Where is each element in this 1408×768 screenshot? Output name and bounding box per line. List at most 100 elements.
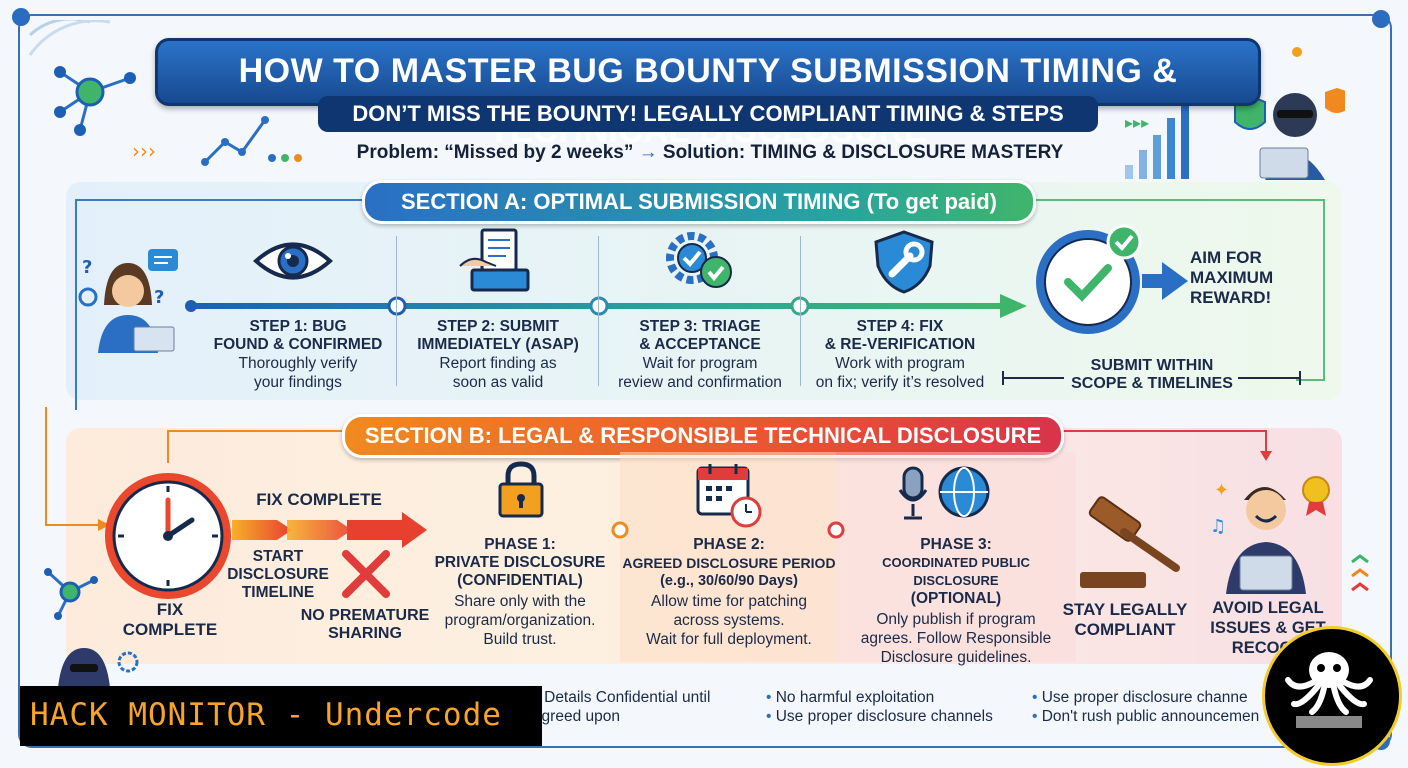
svg-text:♫: ♫ xyxy=(1210,516,1226,537)
step-2-desc: soon as valid xyxy=(452,374,544,391)
submit-within-scope: SUBMIT WITHIN SCOPE & TIMELINES xyxy=(1060,357,1244,393)
step-4-title: STEP 4: FIX xyxy=(856,318,944,335)
bullet-text: Use proper disclosure channels xyxy=(775,708,993,725)
step-1-title: STEP 1: BUG xyxy=(249,318,347,335)
phase-1-desc: program/organization. xyxy=(444,612,596,629)
phase-1-title: PRIVATE DISCLOSURE xyxy=(434,554,606,571)
submit-within-line: SCOPE & TIMELINES xyxy=(1071,375,1233,392)
phase-3-desc: Disclosure guidelines. xyxy=(880,649,1032,666)
phase-2-desc: Wait for full deployment. xyxy=(646,631,812,648)
phase-3-desc: agrees. Follow Responsible xyxy=(860,630,1052,647)
phase-2-title: AGREED DISCLOSURE PERIOD xyxy=(622,555,836,571)
bullet-column-2: • No harmful exploitation • Use proper d… xyxy=(766,688,1026,726)
phase-2-title: PHASE 2: xyxy=(693,536,765,553)
clock-check-icon xyxy=(1036,224,1188,334)
step-3-desc: Wait for program xyxy=(642,355,758,372)
phase-3: PHASE 3: COORDINATED PUBLIC DISCLOSURE (… xyxy=(838,536,1074,667)
step-1-desc: Thoroughly verify xyxy=(238,355,358,372)
watermark-text: HACK MONITOR - Undercode xyxy=(30,697,502,733)
step-3-title: & ACCEPTANCE xyxy=(639,336,761,353)
aim-max-reward: AIM FOR MAXIMUM REWARD! xyxy=(1190,248,1300,308)
bullet-item: • Use proper disclosure channels xyxy=(766,707,1026,726)
phase-2-title: (e.g., 30/60/90 Days) xyxy=(660,573,798,589)
shield-wrench-icon xyxy=(874,230,934,294)
bullet-text: No harmful exploitation xyxy=(775,689,935,706)
section-a-title: SECTION A: OPTIMAL SUBMISSION TIMING (To… xyxy=(362,180,1036,224)
bullet-text: Don't rush public announcemen xyxy=(1041,708,1260,725)
solution-text: Solution: TIMING & DISCLOSURE MASTERY xyxy=(662,142,1064,163)
phase-1-desc: Share only with the xyxy=(454,593,586,610)
bullet-text: Use proper disclosure channe xyxy=(1041,689,1248,706)
microphone-globe-icon xyxy=(898,466,990,520)
bullet-item: • Use proper disclosure channe xyxy=(1032,688,1272,707)
start-disclosure-timeline: START DISCLOSURE TIMELINE xyxy=(222,548,334,602)
woman-laptop-icon: ? ? xyxy=(78,249,178,353)
step-1: STEP 1: BUG FOUND & CONFIRMED Thoroughly… xyxy=(200,318,396,392)
fix-complete-arrow-label: FIX COMPLETE xyxy=(256,490,382,509)
step-2-desc: Report finding as xyxy=(439,355,557,372)
step-4-title: & RE-VERIFICATION xyxy=(824,336,976,353)
step-1-title: FOUND & CONFIRMED xyxy=(213,336,383,353)
no-premature-sharing: NO PREMATURE SHARING xyxy=(296,607,434,643)
bullet-item: cal Details Confidential until xyxy=(520,689,711,706)
start-timeline-line: START xyxy=(252,548,304,565)
svg-text:›››: ››› xyxy=(132,139,156,163)
calendar-clock-icon xyxy=(696,464,762,528)
phase-1-title: (CONFIDENTIAL) xyxy=(457,572,583,589)
phase-2-desc: Allow time for patching xyxy=(651,593,807,610)
step-2-title: IMMEDIATELY (ASAP) xyxy=(417,336,579,353)
fix-complete-caption: FIX COMPLETE xyxy=(110,600,230,640)
eye-icon xyxy=(252,242,334,280)
timeline-node-icon xyxy=(827,521,845,539)
avoid-legal-line: ISSUES & GET xyxy=(1210,619,1326,637)
watermark-box xyxy=(20,686,542,746)
start-timeline-line: DISCLOSURE xyxy=(227,566,329,583)
timeline-node-icon xyxy=(611,521,629,539)
phase-2-desc: across systems. xyxy=(673,612,785,629)
phase-3-title: PHASE 3: xyxy=(920,536,992,553)
aim-line: MAXIMUM xyxy=(1190,268,1274,287)
gear-check-icon xyxy=(666,232,732,288)
network-decoration-icon: ››› xyxy=(28,20,302,166)
step-divider xyxy=(598,236,599,386)
bullet-item: • Don't rush public announcemen xyxy=(1032,707,1272,726)
problem-text: Problem: “Missed by 2 weeks” xyxy=(356,142,634,163)
svg-text:✦: ✦ xyxy=(1214,480,1229,501)
phase-1-desc: Build trust. xyxy=(483,631,557,648)
svg-text:?: ? xyxy=(154,287,164,308)
step-4-desc: Work with program xyxy=(835,355,965,372)
step-1-desc: your findings xyxy=(254,374,342,391)
chevrons-up-icon xyxy=(1351,554,1369,592)
svg-text:?: ? xyxy=(82,257,92,278)
bullet-dot-icon: • xyxy=(766,708,776,725)
document-submit-icon xyxy=(459,228,530,292)
network-node-icon xyxy=(44,568,98,620)
bullet-item: • No harmful exploitation xyxy=(766,688,1026,707)
step-3-desc: review and confirmation xyxy=(618,374,782,391)
phase-3-title: COORDINATED PUBLIC DISCLOSURE xyxy=(882,555,1030,588)
fix-complete-arrow-icon xyxy=(232,512,427,548)
stay-legal-line: COMPLIANT xyxy=(1074,620,1176,639)
octopus-logo-badge xyxy=(1262,626,1402,766)
phase-2: PHASE 2: AGREED DISCLOSURE PERIOD (e.g.,… xyxy=(622,536,836,649)
step-3: STEP 3: TRIAGE & ACCEPTANCE Wait for pro… xyxy=(600,318,800,392)
bullet-item: d agreed upon xyxy=(520,708,620,725)
timeline-bracket xyxy=(1002,371,1301,385)
phase-3-desc: Only publish if program xyxy=(876,611,1036,628)
padlock-icon xyxy=(498,461,544,518)
step-2-title: STEP 2: SUBMIT xyxy=(436,318,559,335)
problem-solution-line: Problem: “Missed by 2 weeks” → Solution:… xyxy=(300,142,1120,164)
step-2: STEP 2: SUBMIT IMMEDIATELY (ASAP) Report… xyxy=(398,318,598,392)
submit-within-line: SUBMIT WITHIN xyxy=(1090,357,1214,374)
aim-line: REWARD! xyxy=(1190,288,1272,307)
step-4-desc: on fix; verify it’s resolved xyxy=(815,374,985,391)
step-divider xyxy=(800,236,801,386)
clock-icon xyxy=(105,473,231,599)
fix-complete-line: COMPLETE xyxy=(122,620,218,639)
phase-3-title: (OPTIONAL) xyxy=(910,590,1002,607)
bullet-dot-icon: • xyxy=(1032,708,1042,725)
page-title: HOW TO MASTER BUG BOUNTY SUBMISSION TIMI… xyxy=(155,38,1261,150)
octopus-logo-icon xyxy=(1285,652,1373,728)
hooded-hacker-icon xyxy=(58,648,139,688)
stay-legal-line: STAY LEGALLY xyxy=(1062,600,1188,619)
